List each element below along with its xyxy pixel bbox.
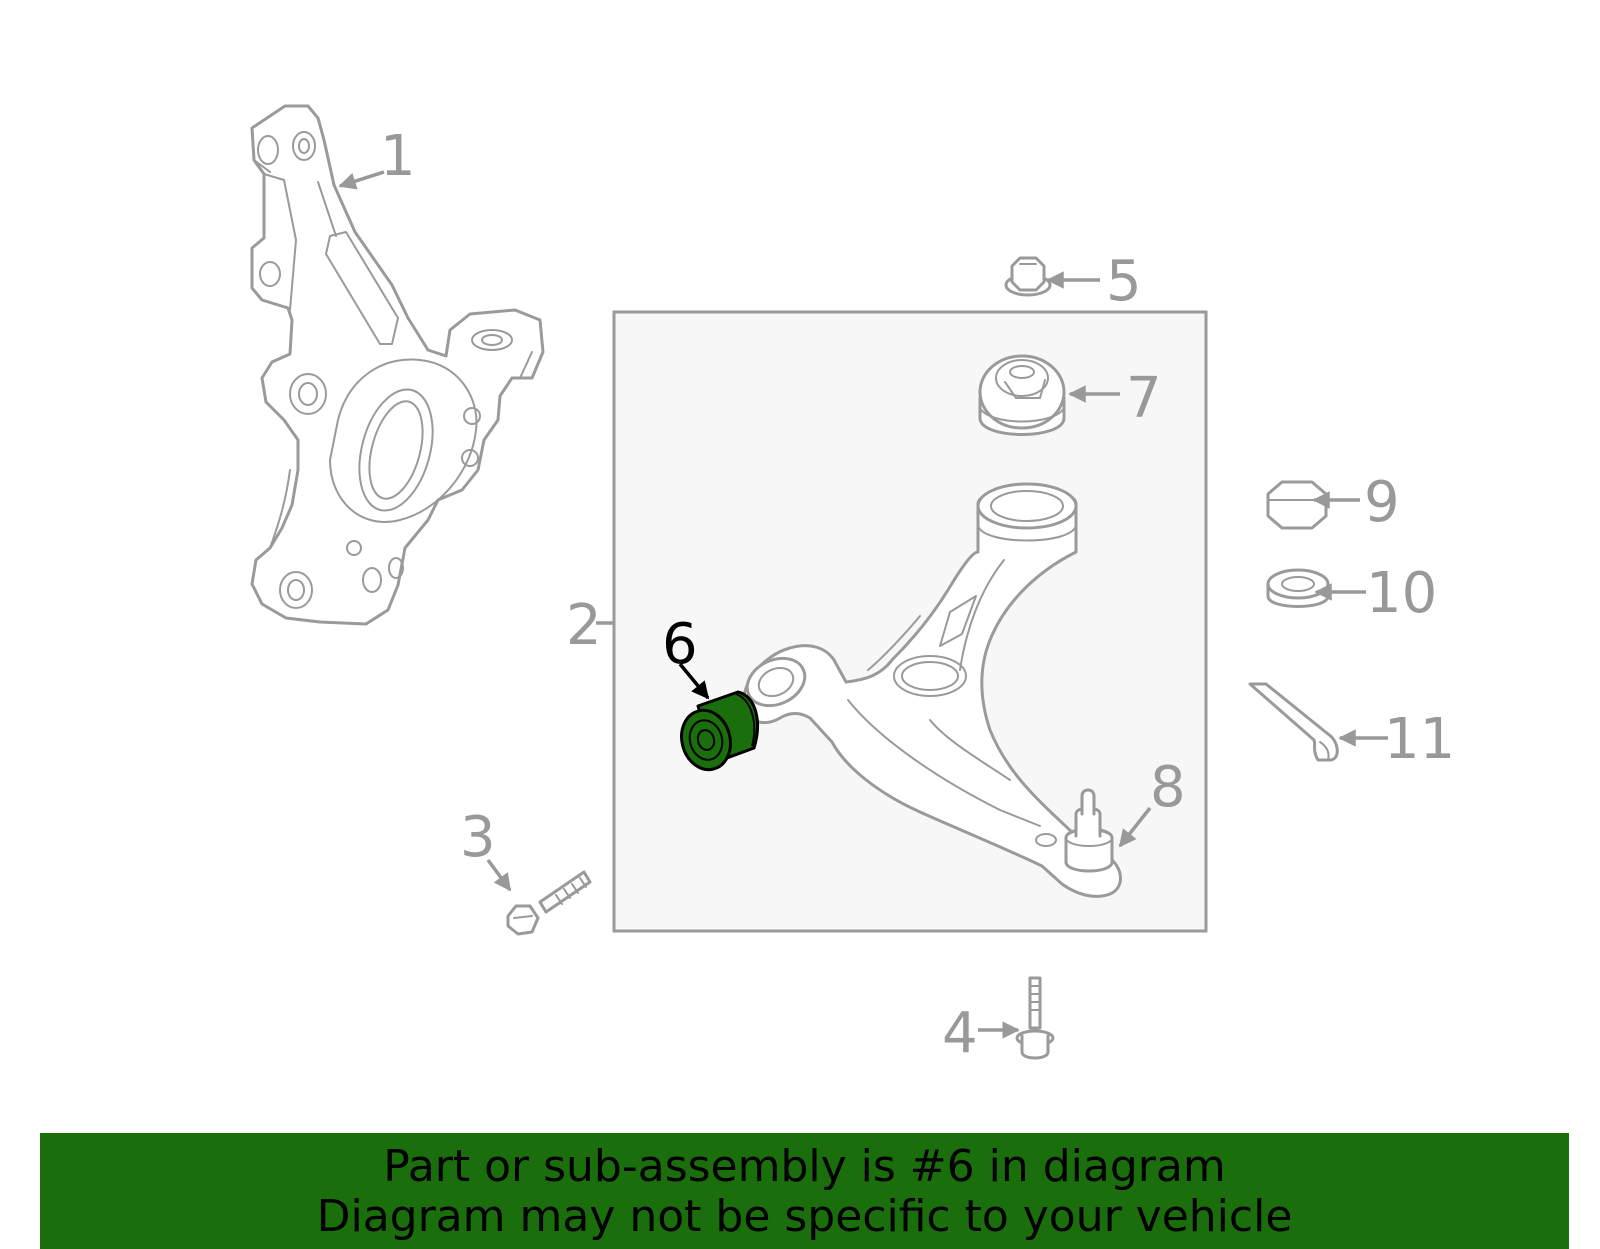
info-banner: Part or sub-assembly is #6 in diagram Di… [40, 1133, 1569, 1249]
callout-3: 3 [460, 805, 496, 870]
bolt-part-3 [506, 870, 592, 936]
callout-10: 10 [1366, 561, 1437, 626]
callout-1: 1 [380, 124, 416, 189]
washer-part-10 [1266, 568, 1330, 608]
callout-2: 2 [566, 593, 602, 658]
assembly-box [612, 310, 1208, 933]
bolt-part-4 [1015, 976, 1055, 1060]
cotter-pin-part-11 [1248, 682, 1339, 762]
leader-8 [1118, 806, 1152, 848]
control-arm-part [742, 482, 1122, 898]
banner-line-2: Diagram may not be specific to your vehi… [316, 1191, 1293, 1242]
callout-6: 6 [662, 612, 698, 677]
callout-9: 9 [1364, 470, 1400, 535]
leader-6 [678, 662, 710, 700]
leader-3 [486, 858, 512, 892]
banner-line-1: Part or sub-assembly is #6 in diagram [383, 1141, 1226, 1192]
callout-11: 11 [1384, 707, 1455, 772]
callout-7: 7 [1126, 366, 1162, 431]
callout-4: 4 [942, 1001, 978, 1066]
nut-part-9 [1266, 480, 1328, 530]
nut-part-5 [1004, 256, 1052, 297]
steering-knuckle-part [250, 104, 545, 626]
bushing-part-7 [978, 354, 1066, 436]
leader-1 [338, 170, 385, 190]
callout-5: 5 [1106, 249, 1142, 314]
callout-8: 8 [1150, 755, 1186, 820]
bushing-part-6-highlighted [680, 690, 759, 772]
